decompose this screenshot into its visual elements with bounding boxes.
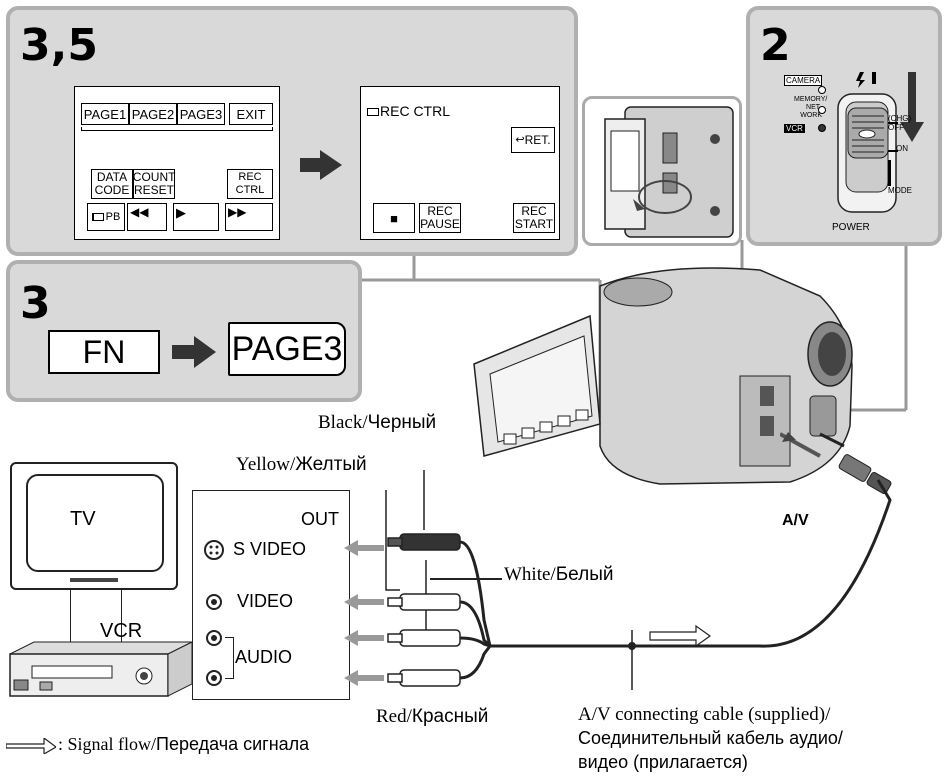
on-label: ON bbox=[896, 144, 908, 153]
white-cable-label: White/Белый bbox=[504, 564, 614, 585]
vcr-label: VCR bbox=[784, 124, 805, 133]
av-cable-label-en: A/V connecting cable (supplied)/ bbox=[578, 704, 831, 725]
step-3-5-number: 3,5 bbox=[20, 20, 98, 71]
data-code-button[interactable]: DATA CODE bbox=[91, 169, 133, 199]
tv-label: TV bbox=[70, 508, 96, 530]
rec-ctrl-screen: REC CTRL ↩RET. ■ REC PAUSE REC START bbox=[360, 86, 560, 240]
tab-exit[interactable]: EXIT bbox=[229, 103, 273, 125]
pb-label: PB bbox=[105, 210, 121, 223]
audio-jack-left-icon bbox=[206, 630, 222, 646]
s-video-label: S VIDEO bbox=[233, 539, 307, 559]
ret-button[interactable]: ↩RET. bbox=[511, 127, 555, 153]
count-reset-button[interactable]: COUNT RESET bbox=[132, 169, 176, 199]
vcr-device-label: VCR bbox=[100, 620, 143, 642]
black-cable-label: Black/Черный bbox=[318, 412, 437, 433]
av-jack-label: A/V bbox=[782, 512, 809, 529]
rewind-pb-icon bbox=[91, 213, 104, 221]
rec-ctrl-button[interactable]: REC CTRL bbox=[227, 169, 273, 199]
tv-icon: TV bbox=[10, 462, 178, 590]
mode-label: MODE bbox=[888, 186, 912, 195]
camcorder-closeup-icon bbox=[604, 106, 734, 238]
tab-page3[interactable]: PAGE3 bbox=[177, 103, 225, 125]
menu-screen: PAGE1 PAGE2 PAGE3 EXIT DATA CODE COUNT R… bbox=[74, 86, 280, 240]
red-cable-label: Red/Красный bbox=[376, 706, 489, 727]
fast-forward-icon: ▶▶ bbox=[228, 205, 247, 219]
tv-stand bbox=[70, 590, 122, 644]
rec-start-button[interactable]: REC START bbox=[513, 203, 555, 233]
signal-flow-arrow-icon bbox=[6, 738, 56, 754]
memory-network-label: MEMORY/ NET- WORK bbox=[794, 96, 828, 119]
stop-button[interactable]: ■ bbox=[373, 203, 415, 233]
chg-off-label: (CHG) OFF bbox=[888, 114, 912, 132]
av-cable-icon bbox=[385, 470, 892, 690]
step-2-panel: 2 CAMERA MEMORY/ NET- WORK VCR (CHG) OFF… bbox=[746, 6, 942, 246]
signal-flow-legend: : Signal flow/Передача сигнала bbox=[58, 734, 310, 754]
pb-button[interactable]: PB bbox=[87, 203, 125, 231]
vcr-icon bbox=[9, 641, 193, 697]
audio-bracket bbox=[225, 637, 234, 679]
camera-label: CAMERA bbox=[784, 75, 823, 86]
page3-button[interactable]: PAGE3 bbox=[228, 322, 346, 376]
rewind-button[interactable]: ◀◀ bbox=[127, 203, 167, 231]
fn-button[interactable]: FN bbox=[48, 330, 160, 374]
camcorder-closeup-panel bbox=[582, 96, 742, 246]
power-label: POWER bbox=[832, 222, 870, 233]
tv-screen bbox=[26, 474, 164, 572]
yellow-cable-label: Yellow/Желтый bbox=[236, 454, 367, 475]
tv-base bbox=[70, 578, 118, 582]
tab-underline bbox=[81, 127, 273, 131]
av-cable-label-ru2: видео (прилагается) bbox=[578, 752, 748, 772]
out-label: OUT bbox=[301, 509, 339, 529]
signal-arrows bbox=[344, 540, 384, 686]
arrow-left-icon bbox=[344, 540, 384, 556]
tab-page1[interactable]: PAGE1 bbox=[81, 103, 129, 125]
arrow-left-icon bbox=[344, 670, 384, 686]
step-3-number: 3 bbox=[20, 278, 51, 329]
rewind-icon: ◀◀ bbox=[130, 205, 149, 219]
s-video-jack-icon bbox=[204, 540, 224, 560]
vcr-jack-panel: OUT S VIDEO VIDEO AUDIO bbox=[192, 490, 350, 700]
arrow-left-icon bbox=[344, 630, 384, 646]
rec-ctrl-title: REC CTRL bbox=[367, 103, 450, 119]
video-jack-icon bbox=[206, 594, 222, 610]
audio-label: AUDIO bbox=[235, 647, 293, 667]
step-3-5-panel: 3,5 PAGE1 PAGE2 PAGE3 EXIT DATA CODE COU… bbox=[6, 6, 578, 256]
play-icon: ▶ bbox=[176, 205, 186, 220]
power-switch-icon bbox=[818, 72, 924, 213]
tab-page2[interactable]: PAGE2 bbox=[129, 103, 177, 125]
camcorder-icon bbox=[473, 267, 853, 485]
rec-ctrl-label: REC CTRL bbox=[235, 171, 265, 196]
play-pause-button[interactable]: ▶ bbox=[173, 203, 219, 231]
tape-icon bbox=[367, 108, 379, 117]
rec-pause-button[interactable]: REC PAUSE bbox=[419, 203, 461, 233]
right-arrow-icon bbox=[300, 150, 342, 180]
white-label-line bbox=[430, 578, 502, 580]
av-plug-icon bbox=[780, 432, 892, 494]
audio-jack-right-icon bbox=[206, 670, 222, 686]
video-label: VIDEO bbox=[237, 591, 294, 611]
arrow-left-icon bbox=[344, 594, 384, 610]
fast-forward-button[interactable]: ▶▶ bbox=[225, 203, 273, 231]
av-cable-label-ru1: Соединительный кабель аудио/ bbox=[578, 728, 843, 748]
step-2-number: 2 bbox=[760, 20, 791, 71]
step-3-panel: 3 FN PAGE3 bbox=[6, 260, 362, 402]
right-arrow-icon bbox=[172, 336, 216, 368]
return-arrow-icon: ↩ bbox=[515, 133, 525, 146]
